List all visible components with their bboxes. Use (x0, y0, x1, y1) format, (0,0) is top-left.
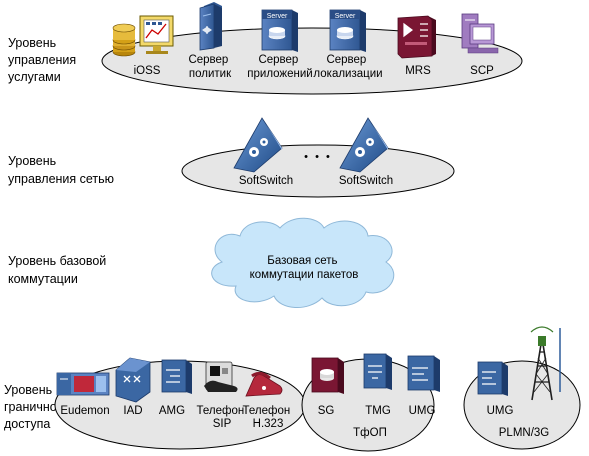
policy-server-label: Сервер политик (188, 54, 232, 80)
monitor-icon (139, 15, 174, 54)
iad-icon (115, 357, 151, 403)
tmg-label: TMG (365, 405, 391, 417)
layer-label-core-switching: Уровень базовой коммутации (8, 254, 110, 286)
amg-icon (161, 359, 192, 394)
softswitch-1-label: SoftSwitch (239, 175, 293, 187)
h323-phone-icon (245, 371, 283, 397)
tmg-icon (363, 353, 392, 390)
location-server-badge: Server (335, 13, 356, 20)
policy-server-icon (199, 2, 222, 51)
umg-pstn-icon (407, 355, 440, 392)
umg-plmn-icon (477, 361, 508, 396)
sg-icon (311, 357, 344, 394)
radio-tower-icon (530, 326, 561, 401)
packet-core-cloud (211, 217, 395, 308)
location-server-icon: Server (329, 9, 366, 52)
database-stack-icon (112, 23, 136, 57)
layer-label-edge-access: Уровень граничного доступа (4, 383, 71, 431)
mrs-icon (397, 15, 436, 59)
app-server-icon: Server (261, 9, 298, 52)
layer-label-network-control: Уровень управления сетью (8, 154, 114, 186)
mrs-label: MRS (405, 65, 431, 77)
eudemon-icon (56, 372, 110, 396)
eudemon-label: Eudemon (60, 405, 109, 417)
softswitch-ellipsis: • • • (304, 151, 332, 163)
amg-label: AMG (159, 405, 185, 417)
iad-label: IAD (123, 405, 142, 417)
core-cloud-label: Базовая сеть коммутации пакетов (250, 255, 359, 281)
layer-label-service: Уровень управления услугами (8, 36, 80, 84)
pstn-label: ТфОП (353, 427, 387, 439)
softswitch-2-icon (339, 117, 389, 173)
umg-plmn-label: UMG (487, 405, 514, 417)
sip-phone-icon (204, 361, 238, 392)
h323-phone-label: Телефон H.323 (243, 405, 294, 430)
sip-phone-label: Телефон SIP (197, 405, 248, 430)
scp-label: SCP (470, 65, 494, 77)
plmn-label: PLMN/3G (499, 427, 550, 439)
app-server-badge: Server (267, 13, 288, 20)
scp-icon (461, 13, 499, 54)
ioss-label: iOSS (134, 65, 161, 77)
umg-pstn-label: UMG (409, 405, 436, 417)
softswitch-2-label: SoftSwitch (339, 175, 393, 187)
sg-label: SG (318, 405, 335, 417)
ioss-icon (112, 15, 174, 57)
softswitch-1-icon (233, 117, 283, 173)
location-server-label: Сервер локализации (313, 54, 382, 80)
app-server-label: Сервер приложений (247, 54, 312, 80)
